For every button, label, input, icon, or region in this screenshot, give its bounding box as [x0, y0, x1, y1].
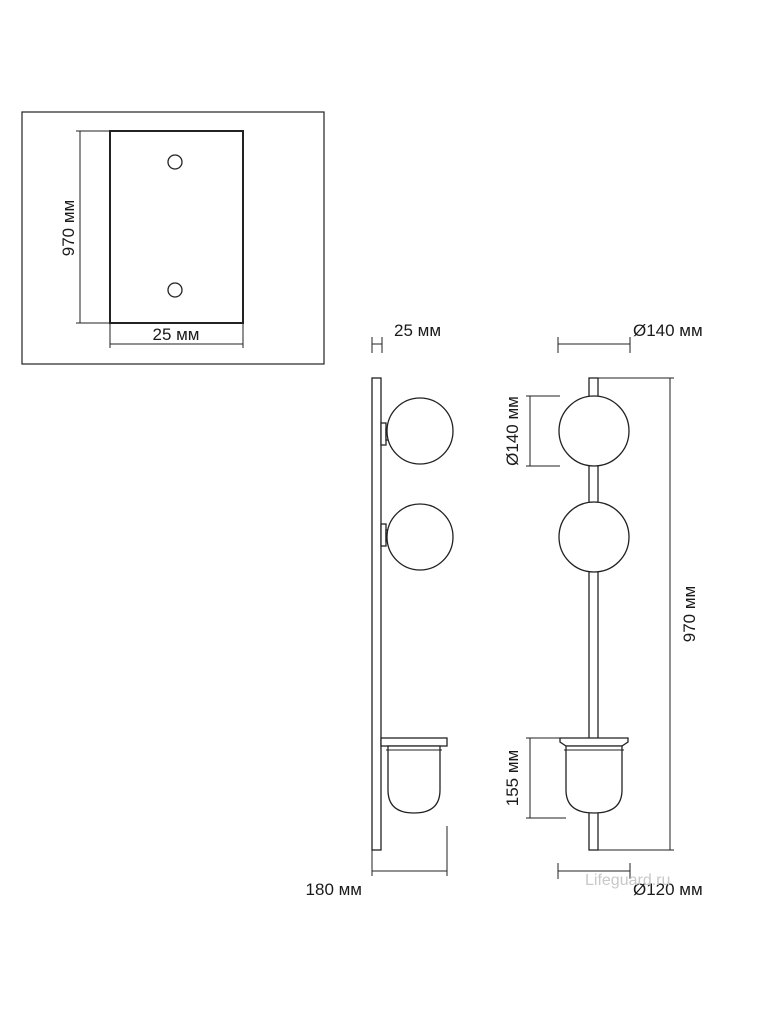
front-globe-dimension: Ø140 мм [503, 395, 560, 467]
front-globe-label: Ø140 мм [503, 396, 522, 466]
front-height-label: 970 мм [680, 586, 699, 642]
side-bottom-dimension: 180 мм [306, 826, 448, 899]
side-wall-plate [371, 377, 382, 851]
front-globe-2 [558, 501, 630, 573]
mounting-hole-top [167, 154, 183, 170]
front-cup [559, 737, 629, 814]
front-cup-dimension: 155 мм [503, 737, 566, 819]
front-globe-1 [558, 395, 630, 467]
front-view: Ø140 мм Ø140 мм 155 мм [503, 321, 703, 899]
front-top-dimension: Ø140 мм [557, 321, 703, 353]
front-cup-label: 155 мм [503, 750, 522, 806]
watermark: Lifeguard.ru [585, 872, 670, 889]
inset-width-dimension: 25 мм [109, 323, 244, 348]
side-top-dimension: 25 мм [371, 321, 441, 353]
front-top-label: Ø140 мм [633, 321, 703, 340]
inset-height-dimension: 970 мм [59, 130, 110, 324]
inset-panel: 970 мм 25 мм [21, 111, 325, 365]
side-view: 25 мм 180 мм [306, 321, 454, 899]
inset-height-label: 970 мм [59, 200, 78, 256]
front-height-dimension: 970 мм [598, 377, 699, 851]
side-cup [380, 737, 448, 814]
front-rod [588, 377, 599, 851]
inset-width-label: 25 мм [152, 325, 199, 344]
mounting-plate [109, 130, 244, 324]
side-globe-1 [380, 397, 454, 465]
side-globe-2 [380, 503, 454, 571]
front-bottom-dimension: Ø120 мм [557, 863, 703, 899]
front-bottom-label: Ø120 мм [633, 880, 703, 899]
side-bottom-label: 180 мм [306, 880, 362, 899]
side-top-label: 25 мм [394, 321, 441, 340]
mounting-hole-bottom [167, 282, 183, 298]
